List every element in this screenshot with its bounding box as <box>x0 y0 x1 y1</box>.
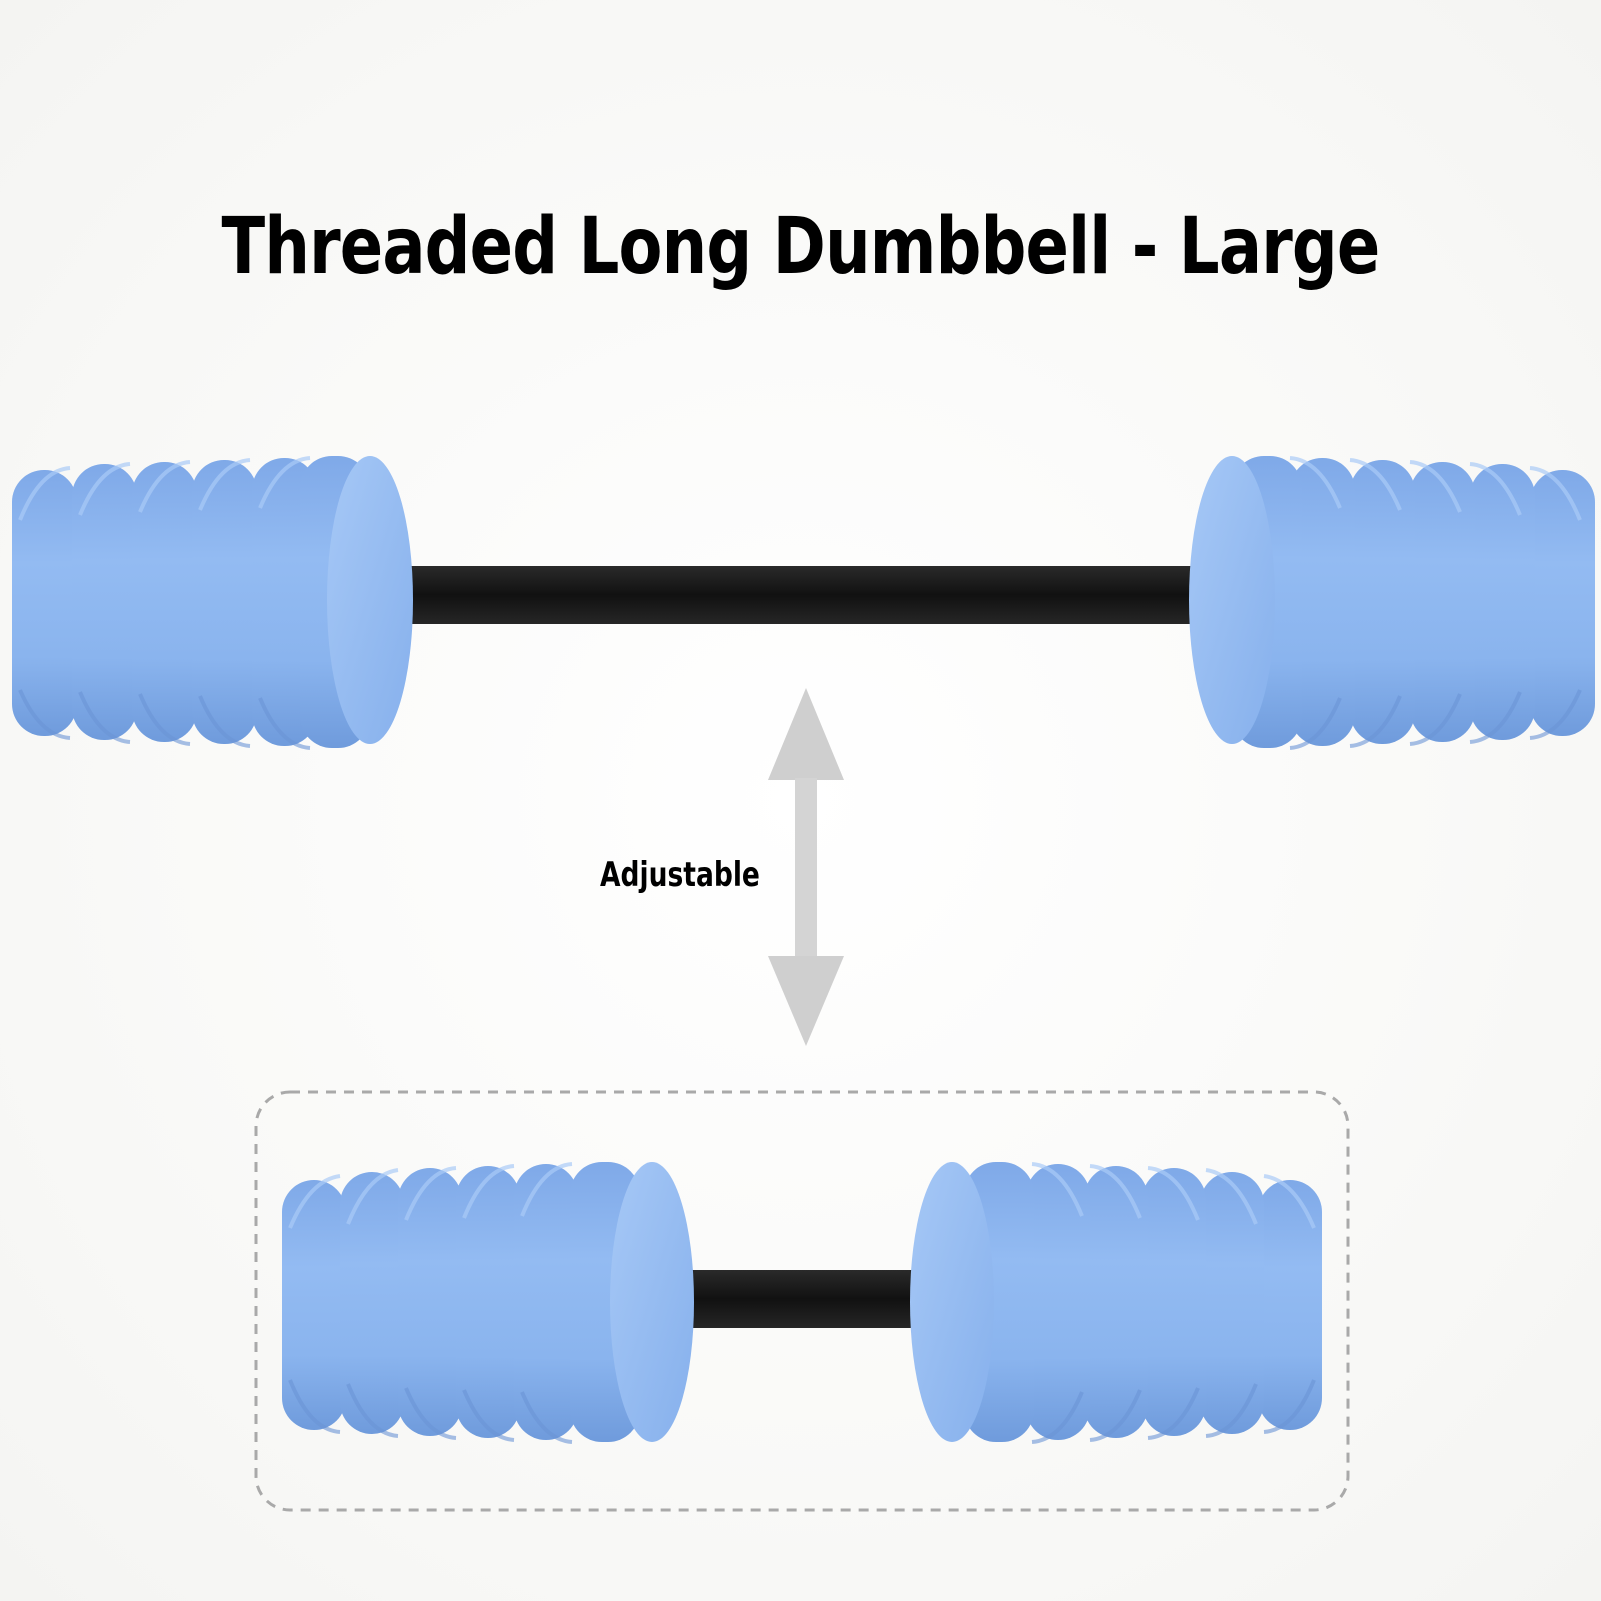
short-dumbbell-frame <box>254 1090 1350 1512</box>
long-bar <box>380 566 1220 624</box>
right-foam-weight-small <box>910 1162 1322 1444</box>
product-title: Threaded Long Dumbbell - Large <box>221 202 1381 292</box>
right-foam-weight-large <box>1189 456 1595 750</box>
long-dumbbell <box>12 456 1595 750</box>
short-dumbbell <box>282 1162 1322 1444</box>
left-foam-weight-large <box>12 456 413 750</box>
short-bar <box>668 1270 938 1328</box>
double-vertical-arrow-icon <box>768 688 844 1046</box>
left-foam-weight-small <box>282 1162 694 1444</box>
adjustable-label: Adjustable <box>600 855 760 895</box>
